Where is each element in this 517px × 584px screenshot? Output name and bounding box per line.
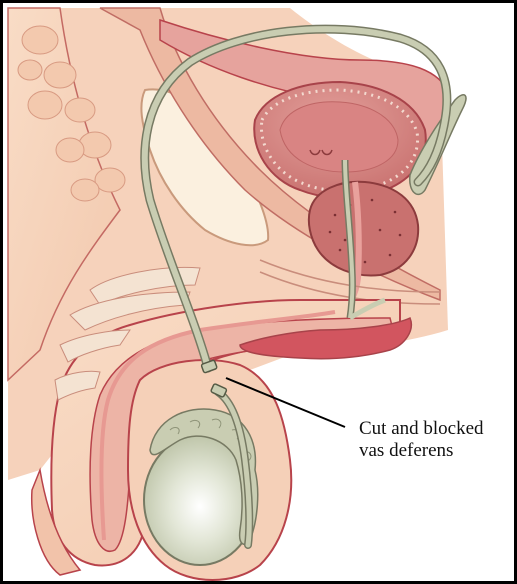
callout-label-line1: Cut and blocked bbox=[359, 418, 484, 439]
callout-label-line2: vas deferens bbox=[359, 440, 453, 461]
